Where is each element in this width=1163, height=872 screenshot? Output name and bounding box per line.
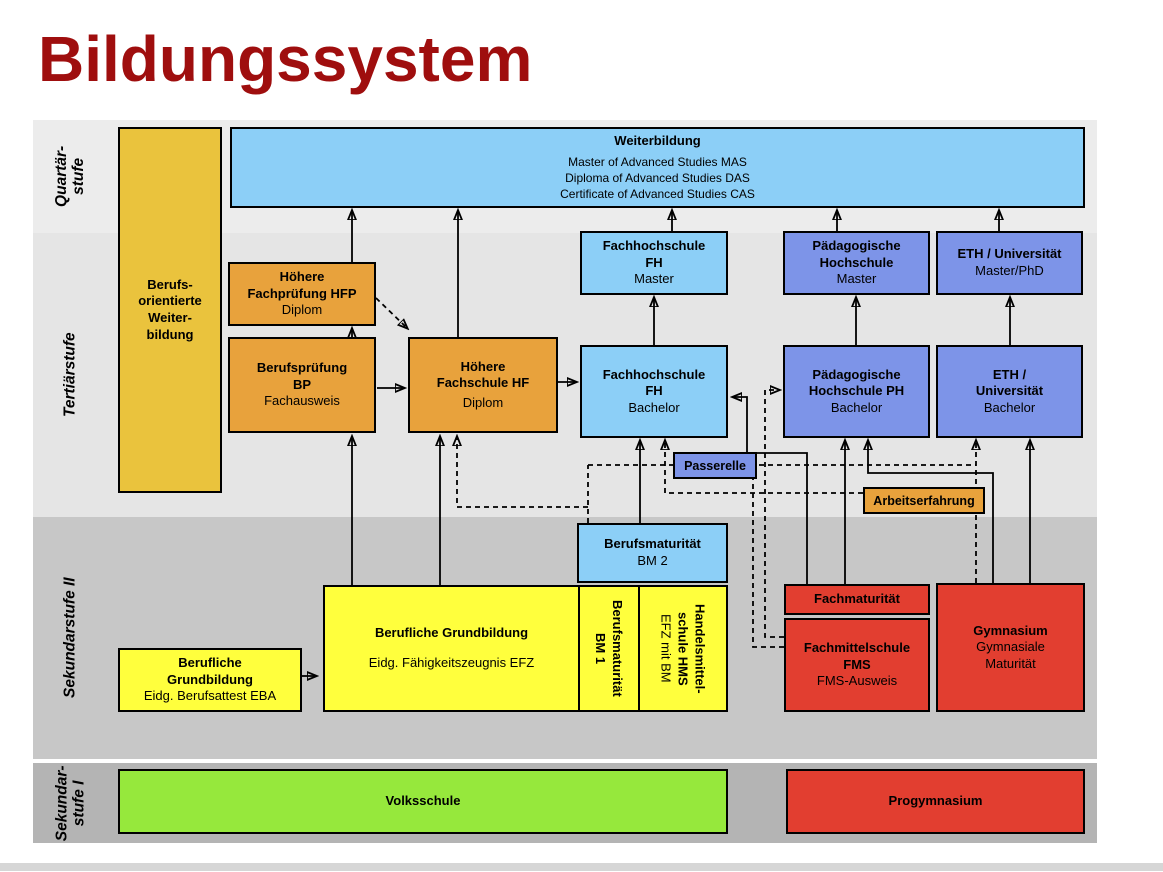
box-title-line: Hochschule PH bbox=[808, 383, 905, 399]
box-subtitle: Eidg. Berufsattest EBA bbox=[143, 688, 277, 704]
box-title: Berufliche Grundbildung bbox=[374, 625, 529, 641]
box-title-line: orientierte bbox=[138, 293, 202, 309]
box-paedagogische-hochschule-bachelor: Pädagogische Hochschule PH Bachelor bbox=[783, 345, 930, 438]
box-subtitle: Bachelor bbox=[628, 399, 680, 415]
box-gymnasium: Gymnasium Gymnasiale Maturität bbox=[936, 583, 1085, 712]
box-line: Master of Advanced Studies MAS bbox=[568, 154, 747, 169]
box-title-line: Hochschule bbox=[819, 254, 894, 270]
box-title-line: Höhere bbox=[460, 358, 506, 374]
box-title-line: schule HMS bbox=[675, 611, 691, 686]
box-title-line: ETH / Universität bbox=[957, 246, 1062, 262]
box-progymnasium: Progymnasium bbox=[786, 769, 1085, 834]
box-title-line: Fachhochschule bbox=[602, 366, 706, 382]
box-title-line: Universität bbox=[975, 383, 1044, 399]
box-weiterbildung: Weiterbildung Master of Advanced Studies… bbox=[230, 127, 1085, 208]
box-line: Certificate of Advanced Studies CAS bbox=[560, 186, 755, 201]
box-title: Volksschule bbox=[385, 793, 461, 809]
box-title-line: Berufsprüfung bbox=[256, 360, 348, 376]
box-hoehere-fachpruefung-hfp: Höhere Fachprüfung HFP Diplom bbox=[228, 262, 376, 326]
box-subtitle-line: Gymnasiale bbox=[976, 639, 1045, 655]
box-subtitle: Fachausweis bbox=[264, 393, 340, 409]
box-eth-universitaet-master: ETH / Universität Master/PhD bbox=[936, 231, 1083, 295]
box-berufsorientierte-weiterbildung: Berufs- orientierte Weiter- bildung bbox=[118, 127, 222, 493]
box-fachhochschule-fh-bachelor: Fachhochschule FH Bachelor bbox=[580, 345, 728, 438]
box-line: Diploma of Advanced Studies DAS bbox=[565, 170, 750, 185]
box-fachhochschule-fh-master: Fachhochschule FH Master bbox=[580, 231, 728, 295]
box-title-line: FMS bbox=[843, 656, 871, 672]
box-subtitle: Diplom bbox=[462, 394, 504, 410]
box-subtitle: Master bbox=[634, 271, 674, 287]
section-efz: Berufliche Grundbildung Eidg. Fähigkeits… bbox=[325, 587, 578, 710]
box-title-line: ETH / bbox=[992, 366, 1027, 382]
box-subtitle: Eidg. Fähigkeitszeugnis EFZ bbox=[368, 655, 535, 670]
box-title-line: Fachprüfung HFP bbox=[247, 285, 357, 301]
section-berufsmaturitaet-bm1: Berufsmaturität BM 1 bbox=[578, 587, 638, 710]
box-title: Weiterbildung bbox=[614, 132, 701, 148]
box-title-line: Fachschule HF bbox=[436, 375, 530, 391]
box-subtitle: BM 2 bbox=[637, 553, 668, 568]
box-subtitle: EFZ mit BM bbox=[658, 614, 674, 683]
box-title: Arbeitserfahrung bbox=[873, 493, 975, 508]
band-label-line: stufe bbox=[70, 157, 88, 196]
band-label-sekundarstufe-2: Sekundarstufe II bbox=[33, 517, 108, 759]
box-title-line: Berufliche bbox=[178, 655, 242, 671]
box-subtitle-line: Maturität bbox=[985, 655, 1036, 671]
box-subtitle: Bachelor bbox=[983, 399, 1036, 415]
box-volksschule: Volksschule bbox=[118, 769, 728, 834]
box-title-line: Höhere bbox=[279, 269, 325, 285]
box-subtitle: Master/PhD bbox=[975, 263, 1044, 278]
band-label-quartaerstufe: Quartär- stufe bbox=[33, 120, 108, 233]
box-subtitle: Master bbox=[836, 271, 877, 287]
box-title-line: Pädagogische bbox=[812, 366, 901, 382]
box-title: Gymnasium bbox=[973, 622, 1048, 638]
box-berufspruefung-bp: Berufsprüfung BP Fachausweis bbox=[228, 337, 376, 433]
band-label-line: Sekundarstufe II bbox=[61, 577, 79, 699]
box-subtitle: Bachelor bbox=[830, 399, 883, 415]
box-fachmaturitaet: Fachmaturität bbox=[784, 584, 930, 615]
section-handelsmittelschule-hms: Handelsmittel- schule HMS EFZ mit BM bbox=[638, 587, 726, 710]
box-title-line: FH bbox=[645, 383, 663, 399]
box-title-line: BP bbox=[292, 376, 312, 392]
box-title-line: Berufs- bbox=[147, 276, 193, 292]
box-title: Passerelle bbox=[684, 458, 746, 473]
box-paedagogische-hochschule-master: Pädagogische Hochschule Master bbox=[783, 231, 930, 295]
box-title-line: BM 1 bbox=[593, 632, 608, 665]
label-arbeitserfahrung: Arbeitserfahrung bbox=[863, 487, 985, 514]
box-title-line: FH bbox=[645, 254, 663, 270]
box-title: Fachmaturität bbox=[814, 591, 900, 607]
box-title-line: Grundbildung bbox=[167, 671, 253, 687]
box-title-line: Weiter- bbox=[148, 310, 192, 325]
band-label-line: Tertiärstufe bbox=[61, 332, 79, 418]
band-label-line: Quartär- bbox=[53, 145, 71, 208]
box-title-line: Fachhochschule bbox=[602, 238, 706, 254]
box-title: Berufsmaturität bbox=[604, 536, 701, 552]
box-hoehere-fachschule-hf: Höhere Fachschule HF Diplom bbox=[408, 337, 558, 433]
label-passerelle: Passerelle bbox=[673, 452, 757, 479]
box-subtitle: FMS-Ausweis bbox=[816, 673, 898, 689]
box-subtitle: Diplom bbox=[281, 302, 323, 318]
box-title-line: Fachmittelschule bbox=[803, 640, 911, 656]
band-label-line: Sekundar- bbox=[53, 765, 71, 841]
page-title: Bildungssystem bbox=[38, 23, 533, 95]
box-title: Progymnasium bbox=[888, 793, 983, 809]
box-title-line: Pädagogische bbox=[812, 238, 901, 254]
box-berufsmaturitaet-bm2: Berufsmaturität BM 2 bbox=[577, 523, 728, 583]
box-eth-universitaet-bachelor: ETH / Universität Bachelor bbox=[936, 345, 1083, 438]
box-title-line: Berufsmaturität bbox=[610, 600, 626, 697]
box-fachmittelschule-fms: Fachmittelschule FMS FMS-Ausweis bbox=[784, 618, 930, 712]
band-label-sekundarstufe-1: Sekundar- stufe I bbox=[33, 763, 108, 843]
box-berufliche-grundbildung-eba: Berufliche Grundbildung Eidg. Berufsatte… bbox=[118, 648, 302, 712]
box-title-line: bildung bbox=[146, 326, 194, 342]
bottom-divider bbox=[0, 863, 1163, 871]
box-berufliche-grundbildung-complex: Berufliche Grundbildung Eidg. Fähigkeits… bbox=[323, 585, 728, 712]
band-label-tertiaerstufe: Tertiärstufe bbox=[33, 233, 108, 517]
band-label-line: stufe I bbox=[70, 780, 88, 826]
box-title-line: Handelsmittel- bbox=[692, 603, 708, 694]
